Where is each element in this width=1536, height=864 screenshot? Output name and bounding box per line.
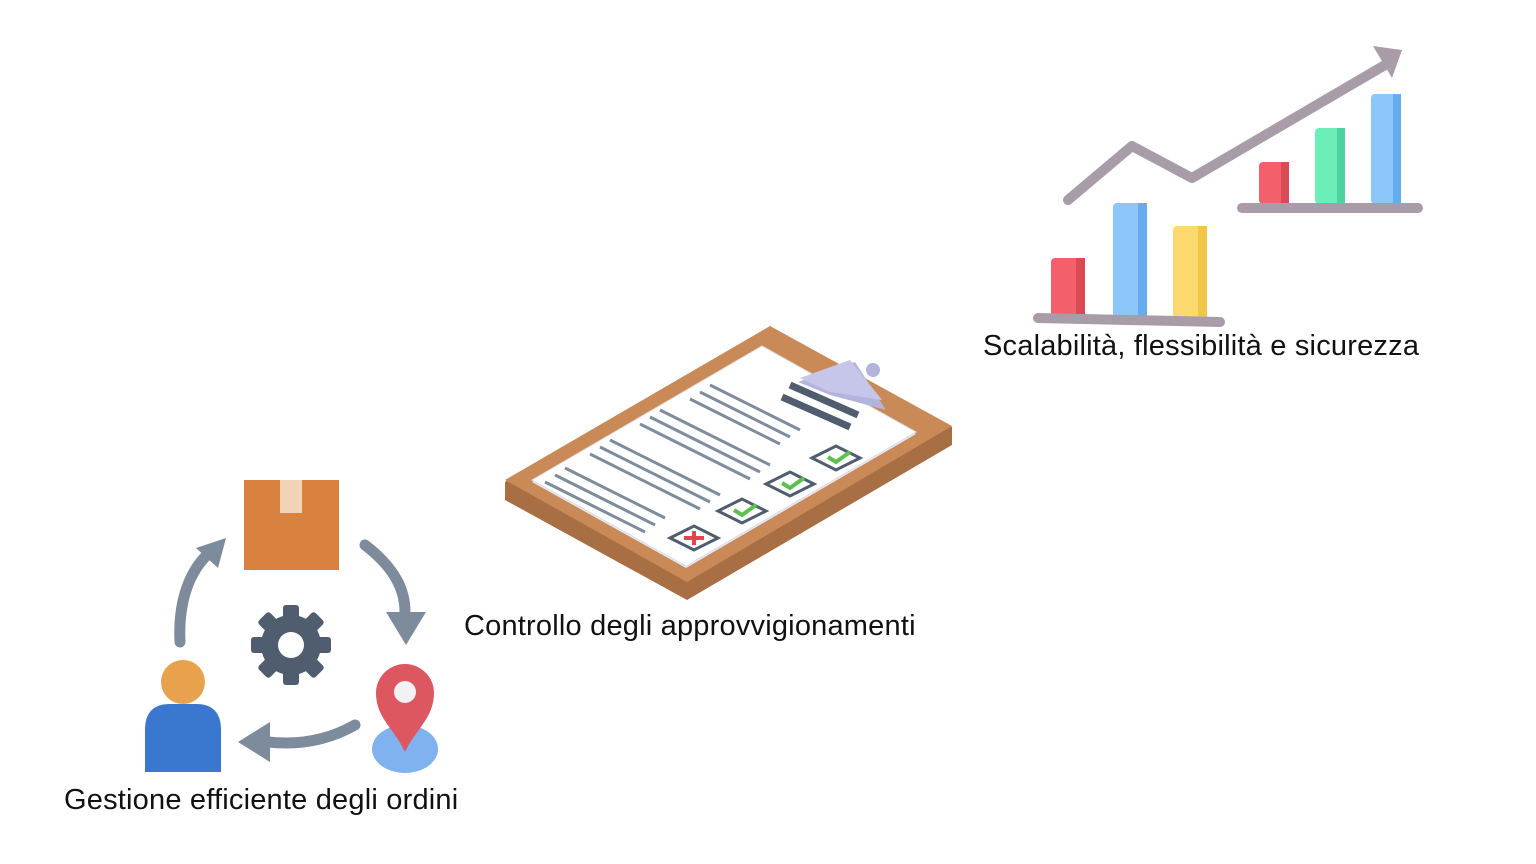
person-icon — [145, 660, 221, 772]
checklist-lines — [544, 383, 801, 534]
clipboard-checklist-icon — [505, 326, 952, 600]
large-bar-chart — [1033, 203, 1225, 327]
check-box-icon — [808, 444, 864, 472]
package-box-icon — [244, 480, 339, 570]
gear-icon — [251, 605, 331, 685]
cross-box-icon — [666, 524, 722, 552]
clip-icon — [798, 360, 886, 410]
caption-scalability: Scalabilità, flessibilità e sicurezza — [983, 330, 1420, 362]
growth-chart-icon — [1033, 46, 1423, 327]
caption-procurement-control: Controllo degli approvvigionamenti — [464, 610, 916, 642]
check-box-icon — [762, 470, 818, 498]
caption-order-management: Gestione efficiente degli ordini — [64, 784, 459, 816]
order-cycle-icon — [145, 480, 438, 773]
arrowheads — [196, 538, 426, 762]
location-pin-icon — [372, 664, 438, 773]
small-bar-chart — [1237, 94, 1423, 213]
cycle-arrow-icon — [174, 539, 411, 749]
check-box-icon — [714, 497, 770, 525]
trend-arrow-icon — [1063, 46, 1402, 205]
